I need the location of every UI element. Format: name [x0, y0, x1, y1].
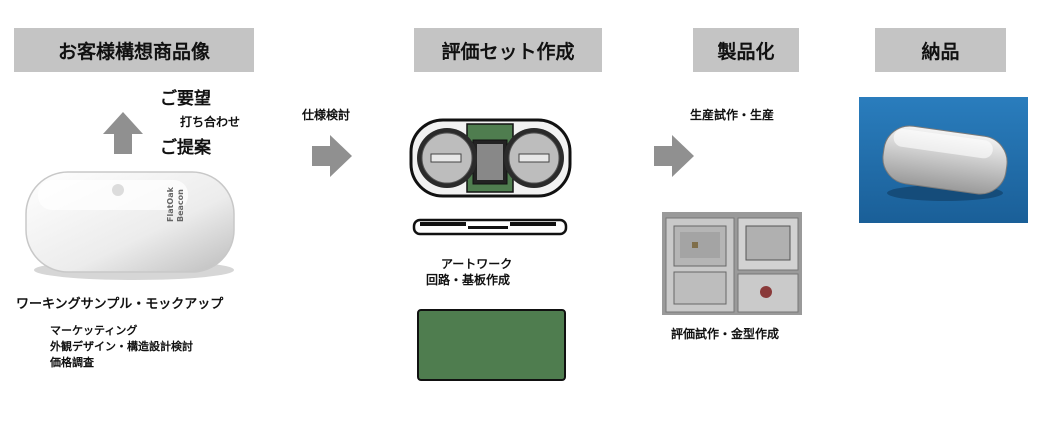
- pcb-side-view-image: [412, 218, 568, 236]
- up-arrow-icon: [103, 112, 143, 154]
- circuit-board-label: 回路・基板作成: [426, 273, 511, 287]
- pcb-top-view-image: [409, 118, 572, 198]
- production-trial-label: 生産試作・生産: [690, 108, 775, 122]
- header-evaluation-set: 評価セット作成: [414, 28, 602, 72]
- detail-item-design: 外観デザイン・構造設計検討: [50, 340, 193, 353]
- artwork-label: アートワーク: [441, 257, 513, 271]
- spec-review-label: 仕様検討: [302, 108, 351, 122]
- working-sample-caption: ワーキングサンプル・モックアップ: [16, 297, 224, 312]
- mold-photo-image: [662, 212, 802, 315]
- delivered-product-image: [859, 97, 1028, 223]
- header-customer-concept: お客様構想商品像: [14, 28, 254, 72]
- green-pcb-image: [417, 309, 566, 381]
- detail-item-price: 価格調査: [50, 356, 94, 369]
- request-label: ご要望: [160, 89, 211, 109]
- working-sample-image: [25, 171, 235, 280]
- proposal-label: ご提案: [160, 138, 211, 158]
- device-brand: FlatOak: [166, 187, 175, 222]
- evaluation-mold-label: 評価試作・金型作成: [671, 327, 780, 341]
- header-productization: 製品化: [693, 28, 799, 72]
- header-delivery: 納品: [875, 28, 1006, 72]
- device-model: Beacon: [176, 189, 185, 222]
- meeting-label: 打ち合わせ: [180, 115, 241, 129]
- right-arrow-icon: [654, 135, 694, 177]
- right-arrow-icon: [312, 135, 352, 177]
- detail-item-marketing: マーケッティング: [50, 324, 138, 337]
